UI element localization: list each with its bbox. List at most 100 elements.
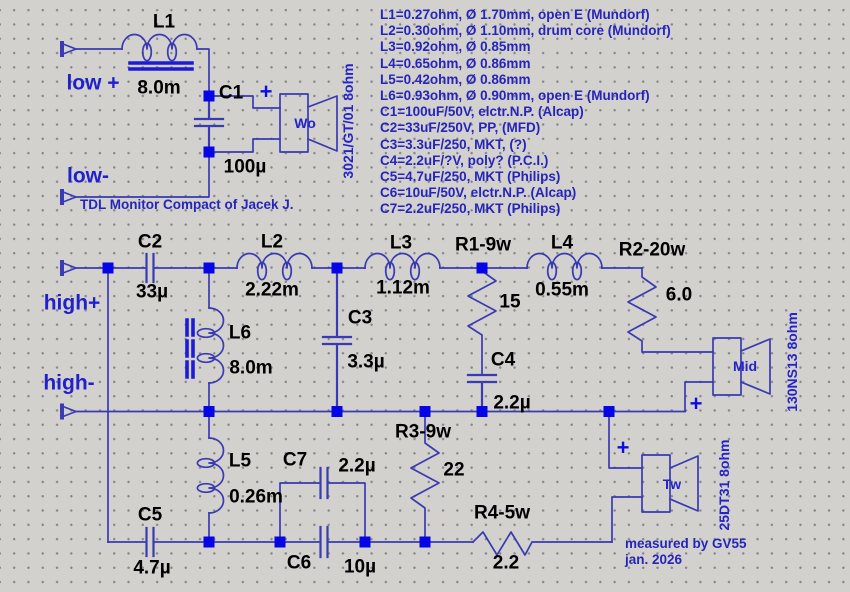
val-L2: 2.22m — [245, 279, 299, 301]
inductor-L2 — [236, 252, 313, 281]
label-tweeter: Tw — [662, 476, 682, 492]
val-L1: 8.0m — [137, 77, 181, 99]
ref-C2: C2 — [137, 231, 163, 253]
credit-line-2: jan. 2026 — [625, 551, 683, 567]
terminal-high-plus — [60, 260, 78, 276]
parts-list-item: C7=2.2uF/250, MKT (Philips) — [380, 201, 561, 217]
capacitor-C1 — [193, 94, 225, 154]
model-mid: 130NS13 8ohm — [784, 312, 800, 412]
parts-list-item: L1=0.27ohm, Ø 1.70mm, open E (Mundorf) — [380, 7, 650, 22]
model-tweeter: 25DT31 8ohm — [716, 439, 732, 531]
val-C6: 10µ — [343, 556, 377, 578]
ref-R4: R4-5w — [474, 502, 530, 524]
label-mid: Mid — [732, 358, 758, 374]
val-C2: 33µ — [135, 281, 169, 303]
terminal-low-minus — [60, 189, 78, 205]
val-C1: 100µ — [223, 156, 267, 178]
inductor-L1 — [121, 33, 198, 71]
capacitor-C7 — [319, 466, 329, 500]
parts-list-item: C3=3.3uF/250, MKT, (?) — [380, 136, 527, 152]
parts-list-item: C2=33uF/250V, PP, (MFD) — [380, 120, 541, 136]
capacitor-C3 — [321, 266, 353, 413]
capacitor-C5 — [145, 526, 155, 558]
ref-L2: L2 — [260, 231, 284, 253]
label-high-minus: high- — [43, 371, 95, 395]
val-R4: 2.2 — [492, 552, 520, 574]
ref-C3: C3 — [347, 307, 373, 329]
resistor-R4 — [471, 531, 613, 556]
val-L5: 0.26m — [229, 486, 283, 508]
credit-note: measured by GV55 jan. 2026 — [625, 536, 747, 567]
val-L3: 1.12m — [376, 277, 430, 299]
wire — [328, 482, 366, 543]
val-L4: 0.55m — [535, 279, 589, 301]
val-R2: 6.0 — [665, 284, 693, 306]
iron-core-L1 — [128, 61, 194, 71]
ref-C7: C7 — [282, 449, 308, 471]
model-woofer: 3021/GT/01 8ohm — [340, 63, 356, 179]
credit-line-1: measured by GV55 — [625, 536, 747, 551]
ref-R2: R2-20w — [618, 239, 686, 261]
wire — [75, 151, 210, 198]
junction-dots — [102, 90, 615, 548]
ref-R1: R1-9w — [455, 234, 511, 256]
val-C5: 4.7µ — [133, 557, 171, 579]
parts-list-item: C1=100uF/50V, elctr.N.P. (Alcap) — [380, 104, 584, 120]
parts-list: L1=0.27ohm, Ø 1.70mm, open E (Mundorf) L… — [380, 7, 671, 218]
parts-list-item: C5=4.7uF/250, MKT (Philips) — [380, 169, 561, 185]
parts-list-item: L3=0.92ohm, Ø 0.85mm — [380, 39, 531, 55]
plus-woofer: + — [259, 79, 273, 104]
speaker-mid-symbol — [712, 337, 771, 396]
parts-list-item: L4=0.65ohm, Ø 0.86mm — [380, 55, 531, 71]
val-L6: 8.0m — [229, 357, 273, 379]
parts-list-item: L6=0.93ohm, Ø 0.90mm, open E (Mundorf) — [380, 88, 650, 104]
val-C4: 2.2µ — [493, 392, 531, 414]
wire — [279, 482, 320, 543]
plus-tweeter: + — [616, 435, 630, 460]
speaker-woofer-symbol — [279, 93, 338, 153]
ref-L5: L5 — [228, 450, 252, 472]
inductor-L5 — [196, 437, 225, 514]
parts-list-item: L5=0.42ohm, Ø 0.86mm — [380, 71, 531, 87]
val-R3: 22 — [443, 459, 465, 481]
wire — [208, 95, 281, 109]
parts-list-item: C6=10uF/50V, elctr.N.P. (Alcap) — [380, 185, 577, 201]
capacitor-C2 — [145, 252, 155, 284]
resistor-R3 — [410, 410, 440, 543]
wire — [684, 381, 714, 413]
label-woofer: Wo — [294, 115, 316, 131]
inductor-L3 — [364, 252, 441, 281]
terminal-high-minus — [60, 403, 78, 420]
wire — [196, 48, 210, 97]
parts-list-item: C4=2.2uF/?V, poly? (P.C.I.) — [380, 152, 549, 168]
label-low-minus: low- — [67, 164, 109, 188]
label-high-plus: high+ — [43, 291, 101, 315]
resistor-R2 — [627, 267, 714, 353]
ref-L1: L1 — [152, 11, 176, 33]
wire — [208, 138, 281, 153]
ref-C6: C6 — [286, 552, 312, 574]
plus-mid: + — [689, 391, 703, 416]
inductor-L6 — [185, 307, 225, 384]
ref-L4: L4 — [550, 232, 574, 254]
val-C3: 3.3µ — [347, 351, 385, 373]
label-low-plus: low + — [66, 71, 120, 95]
capacitor-C6 — [319, 525, 329, 559]
wire — [608, 410, 643, 469]
parts-list-item: L2=0.30ohm, Ø 1.10mm, drum core (Mundorf… — [380, 23, 671, 39]
ref-R3: R3-9w — [395, 421, 451, 443]
val-R1: 15 — [499, 291, 521, 313]
val-C7: 2.2µ — [338, 455, 376, 477]
ref-C4: C4 — [490, 349, 516, 371]
speaker-tweeter-symbol — [641, 454, 699, 513]
schematic-title: TDL Monitor Compact of Jacek J. — [80, 197, 294, 212]
terminal-low-plus — [60, 41, 78, 57]
ref-C5: C5 — [137, 504, 163, 526]
wire — [611, 496, 643, 543]
inductor-L4 — [526, 252, 603, 281]
ref-L3: L3 — [389, 232, 413, 254]
ref-C1: C1 — [218, 82, 244, 104]
iron-core-L6 — [185, 318, 195, 379]
